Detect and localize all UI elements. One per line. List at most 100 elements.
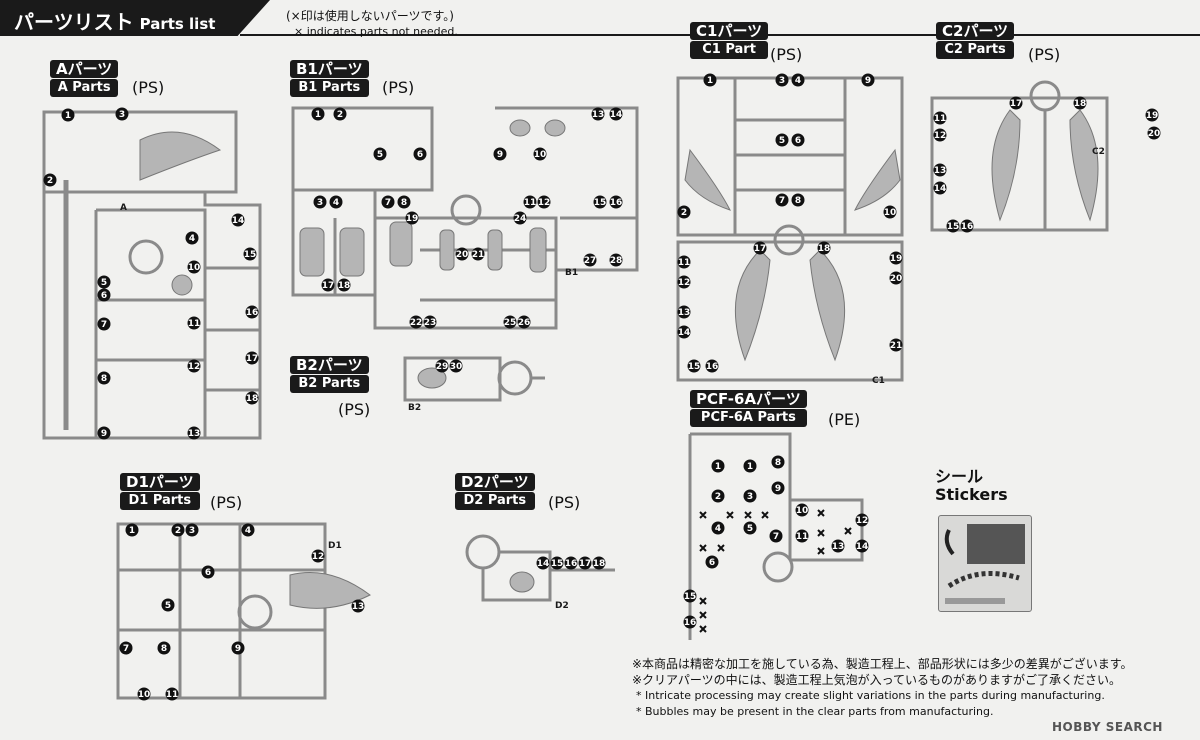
label-a-parts: Aパーツ A Parts (50, 60, 119, 98)
part-number-d2-17: 17 (579, 559, 592, 569)
part-badge-c2-12 (933, 128, 947, 142)
part-badge-b1-9 (493, 147, 507, 161)
part-number-c1-12: 12 (678, 278, 691, 288)
sprue-tag-b2: B2 (408, 403, 421, 413)
label-b2-parts: B2パーツ B2 Parts (290, 356, 369, 394)
material-b1: (PS) (382, 78, 415, 97)
material-pcf: (PE) (828, 410, 861, 429)
part-badge-d1-4 (241, 523, 255, 537)
part-badge-c2-20 (1147, 126, 1161, 140)
sprue-tag-c2: C2 (1092, 147, 1105, 157)
label-pcf-parts: PCF-6Aパーツ PCF-6A Parts (690, 390, 807, 428)
part-badge-b1-14 (609, 107, 623, 121)
part-number-pcf-3: 3 (747, 492, 753, 502)
part-badge-a-14 (231, 213, 245, 227)
footer-notes: ※本商品は精密な加工を施している為、製造工程上、部品形状には多少の差異がございま… (632, 657, 1133, 719)
sticker-sheet-illustration (944, 524, 1025, 604)
part-badge-pcf-6 (705, 555, 719, 569)
part-badge-pcf-12 (855, 513, 869, 527)
part-badge-c2-11 (933, 111, 947, 125)
part-badge-b1-7 (381, 195, 395, 209)
part-badge-c2-14 (933, 181, 947, 195)
part-number-a-13: 13 (188, 429, 201, 439)
part-number-b1-14: 14 (610, 110, 623, 120)
part-number-pcf-2: 2 (715, 492, 721, 502)
part-badge-c1-4 (791, 73, 805, 87)
sprue-tag-b1: B1 (565, 268, 578, 278)
part-badge-c1-10 (883, 205, 897, 219)
part-number-b1-4: 4 (333, 198, 339, 208)
part-number-c2-16: 16 (961, 222, 974, 232)
part-number-a-6: 6 (101, 291, 107, 301)
part-badge-a-6 (97, 288, 111, 302)
part-number-d1-11: 11 (166, 690, 179, 700)
part-number-a-2: 2 (47, 176, 53, 186)
part-badge-d1-3 (185, 523, 199, 537)
footer-jp-2: ※クリアパーツの中には、製造工程上気泡が入っているものがありますがご了承ください… (632, 672, 1121, 687)
material-c2: (PS) (1028, 45, 1061, 64)
part-number-c1-15: 15 (688, 362, 701, 372)
part-badge-d1-6 (201, 565, 215, 579)
part-badge-a-12 (187, 359, 201, 373)
part-number-b1-16: 16 (610, 198, 623, 208)
part-number-d1-3: 3 (189, 526, 195, 536)
part-number-a-4: 4 (189, 234, 195, 244)
part-badge-pcf-10 (795, 503, 809, 517)
part-number-b2-30: 30 (450, 362, 463, 372)
part-number-b1-25: 25 (504, 318, 517, 328)
part-number-b1-24: 24 (514, 214, 527, 224)
top-note-en: × indicates parts not needed. (294, 25, 458, 38)
part-number-d1-8: 8 (161, 644, 167, 654)
part-badge-b1-26 (517, 315, 531, 329)
part-badge-d2-18 (592, 556, 606, 570)
part-number-a-8: 8 (101, 374, 107, 384)
sprue-tag-a: A (120, 203, 127, 213)
sticker-sheet-image (938, 515, 1032, 612)
part-badge-b1-8 (397, 195, 411, 209)
part-badge-c2-17 (1009, 96, 1023, 110)
part-number-a-3: 3 (119, 110, 125, 120)
part-number-b1-8: 8 (401, 198, 407, 208)
part-badge-c1-11 (677, 255, 691, 269)
part-number-c1-2: 2 (681, 208, 687, 218)
part-number-a-10: 10 (188, 263, 201, 273)
material-b2: (PS) (338, 400, 371, 419)
part-badge-d1-2 (171, 523, 185, 537)
part-badge-pcf-4 (711, 521, 725, 535)
part-number-pcf-10: 10 (796, 506, 809, 516)
part-badge-b1-20 (455, 247, 469, 261)
part-badge-d1-12 (311, 549, 325, 563)
title-en: Parts list (139, 15, 216, 33)
part-badge-c2-15 (946, 219, 960, 233)
part-number-c1-10: 10 (884, 208, 897, 218)
material-d1: (PS) (210, 493, 243, 512)
part-badge-pcf-5 (743, 521, 757, 535)
part-number-b1-21: 21 (472, 250, 485, 260)
part-badge-b1-2 (333, 107, 347, 121)
part-badge-pcf-9 (771, 481, 785, 495)
part-number-d1-5: 5 (165, 601, 171, 611)
part-number-pcf-6: 6 (709, 558, 715, 568)
part-badge-c1-16 (705, 359, 719, 373)
material-d2: (PS) (548, 493, 581, 512)
part-badge-b1-1 (311, 107, 325, 121)
part-badge-b2-30 (449, 359, 463, 373)
label-d2-parts: D2パーツ D2 Parts (455, 473, 535, 511)
part-badge-b1-3 (313, 195, 327, 209)
part-badge-d1-7 (119, 641, 133, 655)
part-badge-a-11 (187, 316, 201, 330)
part-badge-d1-13 (351, 599, 365, 613)
part-badge-c2-18 (1073, 96, 1087, 110)
part-number-pcf-16: 16 (684, 618, 697, 628)
part-number-a-11: 11 (188, 319, 201, 329)
part-number-c1-7: 7 (779, 196, 785, 206)
part-badge-a-3 (115, 107, 129, 121)
part-number-c2-17: 17 (1010, 99, 1023, 109)
part-number-b2-29: 29 (436, 362, 449, 372)
part-number-b1-19: 19 (406, 214, 419, 224)
part-badge-c1-21 (889, 338, 903, 352)
part-number-b1-17: 17 (322, 281, 335, 291)
part-badge-b1-12 (537, 195, 551, 209)
part-number-b1-22: 22 (410, 318, 423, 328)
